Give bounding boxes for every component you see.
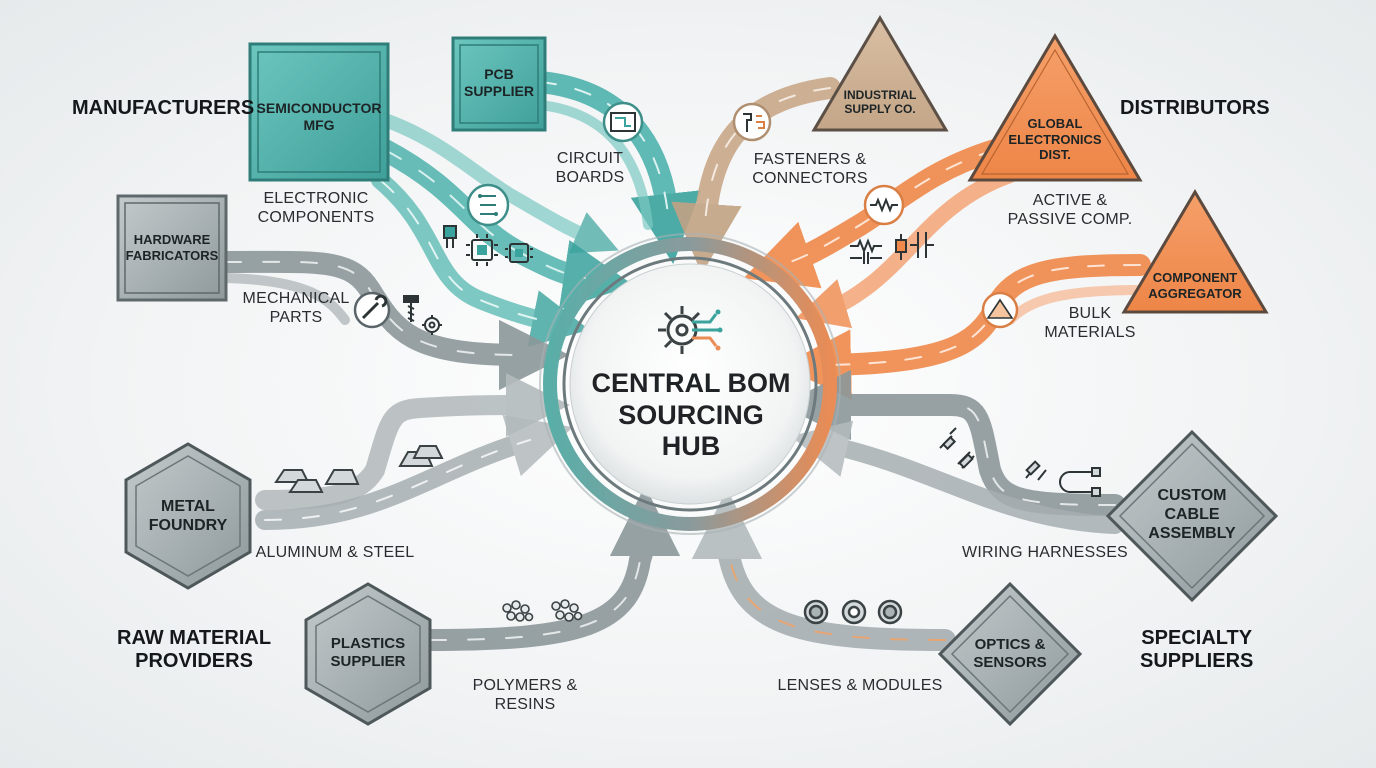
flow-label-mechanical: MECHANICAL PARTS	[242, 290, 350, 326]
circuit-board-icon	[602, 101, 644, 143]
global-electronics-node[interactable]	[967, 33, 1143, 182]
hardware-fabricators-node[interactable]	[116, 194, 228, 302]
flow-label-circuit: CIRCUIT BOARDS	[555, 150, 625, 186]
global-electronics-label: GLOBAL ELECTRONICS DIST.	[1008, 116, 1102, 163]
gear-circuit-icon	[658, 306, 723, 354]
flow-active-passive	[743, 139, 1018, 329]
pcb-supplier-label: PCB SUPPLIER	[463, 66, 534, 99]
sand-pile-icon	[981, 291, 1019, 329]
pellets-icon	[502, 599, 583, 622]
flow-label-active: ACTIVE & PASSIVE COMP.	[1007, 192, 1133, 228]
plastics-supplier-node[interactable]	[304, 582, 432, 726]
industrial-supply-label: INDUSTRIAL SUPPLY CO.	[843, 88, 917, 117]
semiconductor-mfg-label: SEMICONDUCTOR MFG	[256, 100, 382, 133]
resistor-icon	[863, 184, 905, 226]
flow-mechanical-parts	[214, 250, 570, 391]
lens-icon	[803, 599, 903, 625]
flow-label-lenses: LENSES & MODULES	[777, 677, 943, 694]
category-raw-material: RAW MATERIAL PROVIDERS	[117, 627, 272, 672]
industrial-supply-node[interactable]	[811, 15, 949, 132]
microchip-icon	[443, 225, 533, 266]
flow-label-polymers: POLYMERS & RESINS	[472, 677, 578, 713]
category-distributors: DISTRIBUTORS	[1120, 97, 1270, 119]
flow-aluminum-steel	[255, 373, 573, 530]
flow-electronic-components	[371, 113, 634, 347]
chip-icon	[466, 183, 510, 227]
semiconductor-mfg-node[interactable]	[248, 42, 390, 182]
hardware-fabricators-label: HARDWARE FABRICATORS	[125, 232, 219, 263]
component-aggregator-label: COMPONENT AGGREGATOR	[1148, 270, 1242, 301]
flow-label-bulk: BULK MATERIALS	[1044, 305, 1136, 341]
category-specialty: SPECIALTY SUPPLIERS	[1140, 627, 1254, 672]
plastics-supplier-label: PLASTICS SUPPLIER	[330, 635, 406, 670]
connector-icon	[939, 427, 1101, 497]
flow-label-aluminum: ALUMINUM & STEEL	[255, 544, 415, 561]
wrench-icon	[353, 291, 391, 329]
ingot-icon	[274, 445, 444, 493]
flow-label-electronic: ELECTRONIC COMPONENTS	[257, 190, 375, 226]
flow-wiring-harnesses	[780, 369, 1126, 534]
optics-sensors-node[interactable]	[937, 581, 1083, 727]
flow-fasteners-connectors	[671, 77, 841, 275]
flow-label-fasteners: FASTENERS & CONNECTORS	[752, 151, 868, 187]
category-manufacturers: MANUFACTURERS	[72, 97, 255, 119]
optics-sensors-label: OPTICS & SENSORS	[973, 636, 1047, 671]
metal-foundry-label: METAL FOUNDRY	[148, 498, 228, 535]
hub-title: CENTRAL BOM SOURCING HUB	[591, 368, 791, 462]
pcb-supplier-node[interactable]	[451, 36, 547, 132]
custom-cable-label: CUSTOM CABLE ASSEMBLY	[1148, 487, 1236, 543]
metal-foundry-node[interactable]	[124, 442, 252, 590]
central-hub[interactable]	[539, 233, 841, 535]
flow-polymers-resins	[419, 485, 681, 651]
custom-cable-assembly-node[interactable]	[1105, 429, 1279, 603]
flow-lenses-modules	[691, 488, 956, 651]
component-aggregator-node[interactable]	[1121, 189, 1269, 314]
bolt-gear-icon	[403, 295, 442, 335]
capacitor-icons	[850, 232, 934, 264]
flow-label-wiring: WIRING HARNESSES	[962, 544, 1128, 561]
screw-plug-icon	[732, 102, 772, 142]
